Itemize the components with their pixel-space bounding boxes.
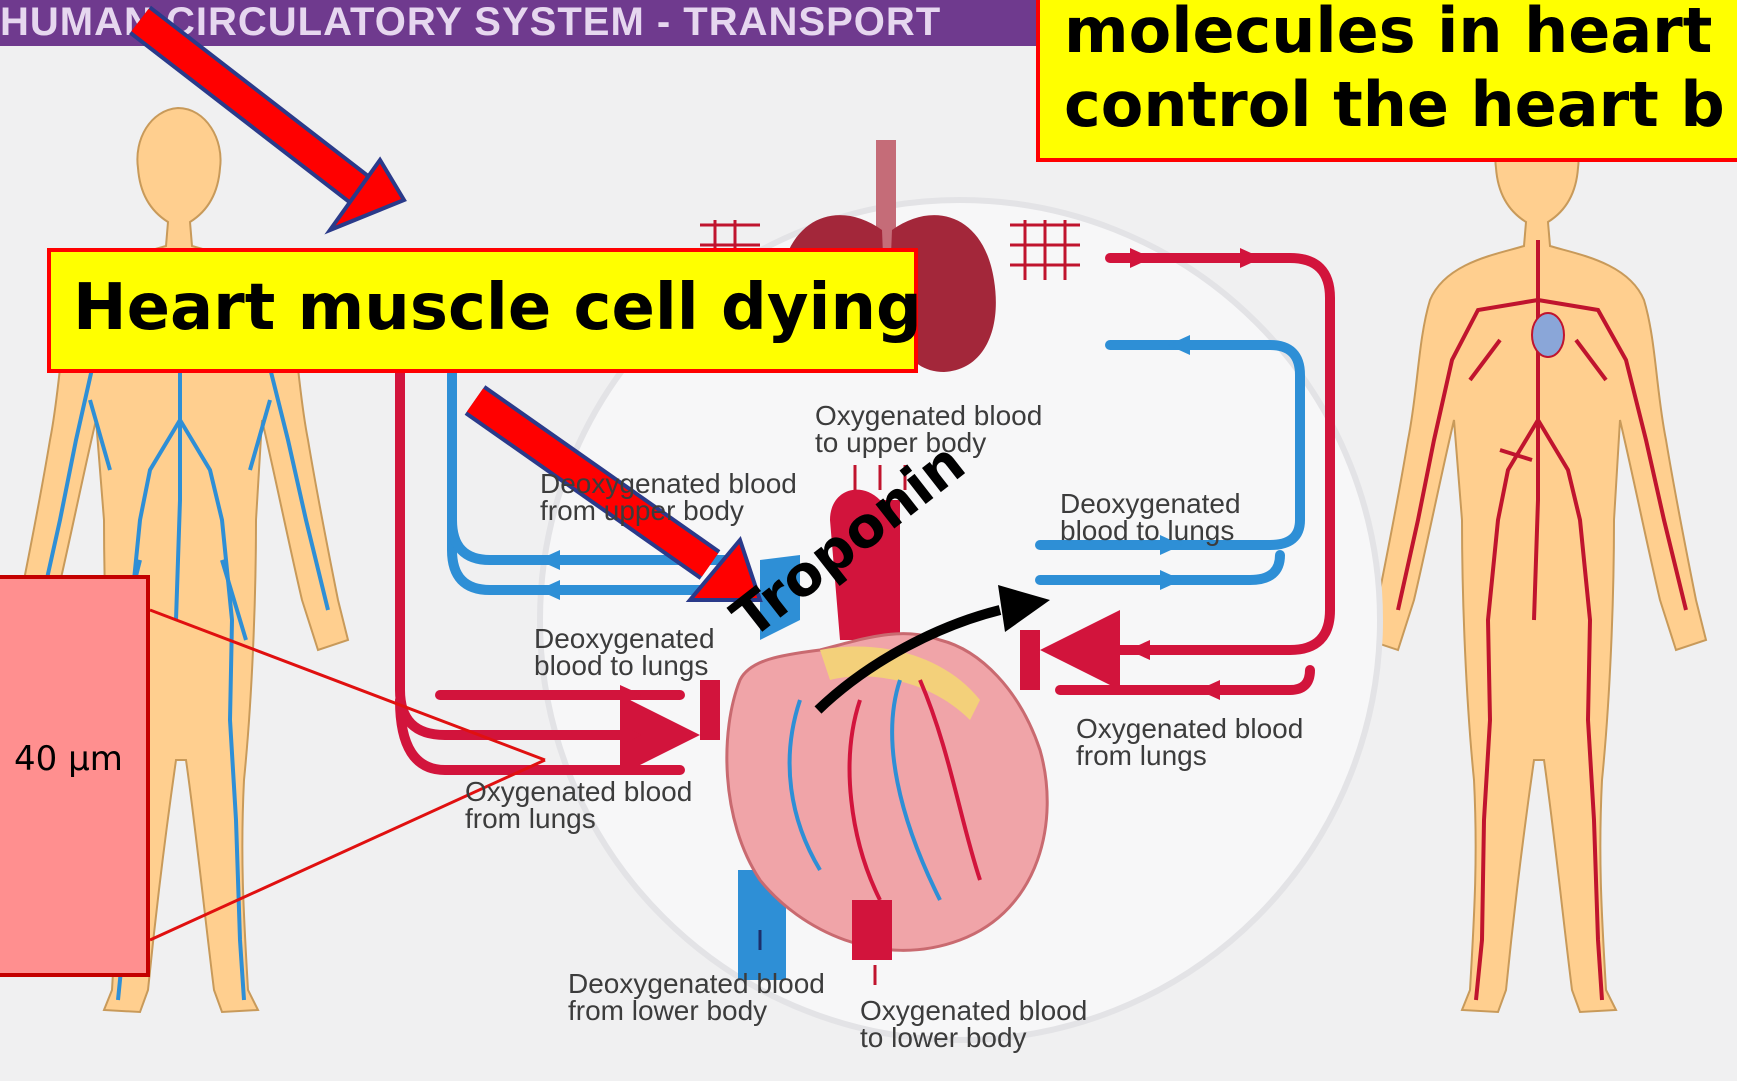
callout-molecules: molecules in heart control the heart b — [1036, 0, 1737, 162]
callout-molecules-line1: molecules in heart — [1064, 0, 1737, 68]
cell-inset-panel: 40 µm — [0, 575, 150, 977]
callout-molecules-line2: control the heart b — [1064, 68, 1737, 142]
arterial-body-figure — [1368, 108, 1706, 1012]
scale-label: 40 µm — [14, 739, 123, 779]
callout-heart-cell-dying: Heart muscle cell dying — [47, 248, 918, 373]
